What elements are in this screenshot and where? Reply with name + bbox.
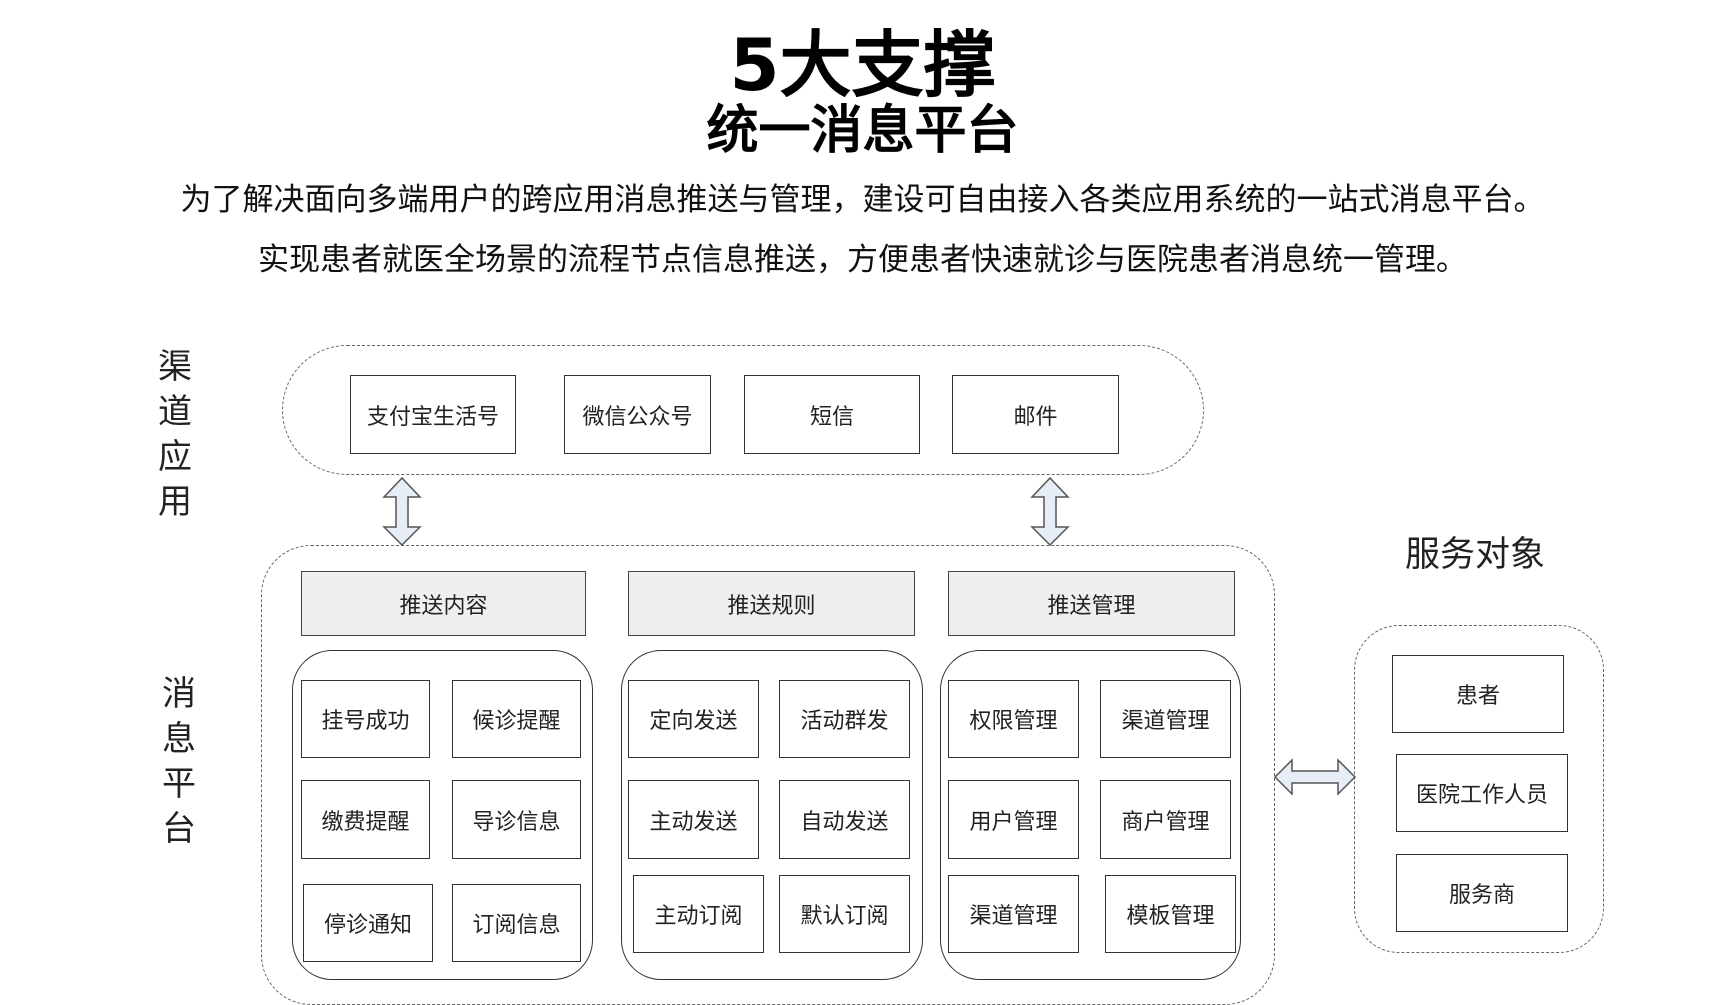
item-channel-mgmt: 渠道管理 [1100, 680, 1231, 758]
service-title: 服务对象 [1404, 535, 1545, 575]
platform-service-arrow [1273, 758, 1357, 796]
item-auto-send: 自动发送 [779, 780, 910, 859]
item-waiting-reminder: 候诊提醒 [452, 680, 581, 758]
item-guide-info: 导诊信息 [452, 780, 581, 859]
platform-section-label: 消 息 平 台 [159, 672, 199, 852]
group-management-container [940, 650, 1241, 980]
item-suspension-notice: 停诊通知 [303, 884, 433, 962]
item-registration-success: 挂号成功 [301, 680, 430, 758]
item-template-mgmt: 模板管理 [1105, 875, 1236, 953]
item-targeted-send: 定向发送 [628, 680, 759, 758]
item-user-mgmt: 用户管理 [948, 780, 1079, 859]
item-subscription-info: 订阅信息 [452, 884, 581, 962]
group-header-management: 推送管理 [948, 571, 1235, 636]
label-char: 台 [162, 809, 196, 849]
label-char: 道 [158, 392, 192, 432]
label-char: 消 [162, 674, 196, 714]
item-merchant-mgmt: 商户管理 [1100, 780, 1231, 859]
service-container [1354, 625, 1604, 953]
channel-container [282, 345, 1204, 475]
label-char: 平 [162, 764, 196, 804]
channel-platform-arrow-left [382, 476, 422, 547]
page-title: 5大支撑 [729, 23, 996, 107]
service-patient: 患者 [1392, 655, 1564, 733]
label-char: 息 [162, 719, 196, 759]
channel-platform-arrow-right [1030, 476, 1070, 547]
description-line-1: 为了解决面向多端用户的跨应用消息推送与管理，建设可自由接入各类应用系统的一站式消… [180, 182, 1545, 218]
item-campaign-broadcast: 活动群发 [779, 680, 910, 758]
service-provider: 服务商 [1396, 854, 1568, 932]
service-hospital-staff: 医院工作人员 [1396, 754, 1568, 832]
item-active-subscribe: 主动订阅 [633, 875, 764, 953]
channel-section-label: 渠 道 应 用 [155, 345, 195, 525]
group-content-container [292, 650, 593, 980]
item-channel-mgmt-2: 渠道管理 [948, 875, 1079, 953]
page-subtitle: 统一消息平台 [706, 101, 1019, 161]
channel-sms: 短信 [744, 375, 920, 454]
description-line-2: 实现患者就医全场景的流程节点信息推送，方便患者快速就诊与医院患者消息统一管理。 [258, 242, 1467, 278]
label-char: 渠 [158, 347, 192, 387]
item-payment-reminder: 缴费提醒 [301, 780, 430, 859]
item-active-send: 主动发送 [628, 780, 759, 859]
group-header-content: 推送内容 [301, 571, 586, 636]
channel-wechat: 微信公众号 [564, 375, 711, 454]
group-header-rules: 推送规则 [628, 571, 915, 636]
item-permission-mgmt: 权限管理 [948, 680, 1079, 758]
label-char: 应 [158, 437, 192, 477]
group-rules-container [621, 650, 923, 980]
item-default-subscribe: 默认订阅 [779, 875, 910, 953]
channel-email: 邮件 [952, 375, 1119, 454]
label-char: 用 [158, 482, 192, 522]
channel-alipay: 支付宝生活号 [350, 375, 516, 454]
